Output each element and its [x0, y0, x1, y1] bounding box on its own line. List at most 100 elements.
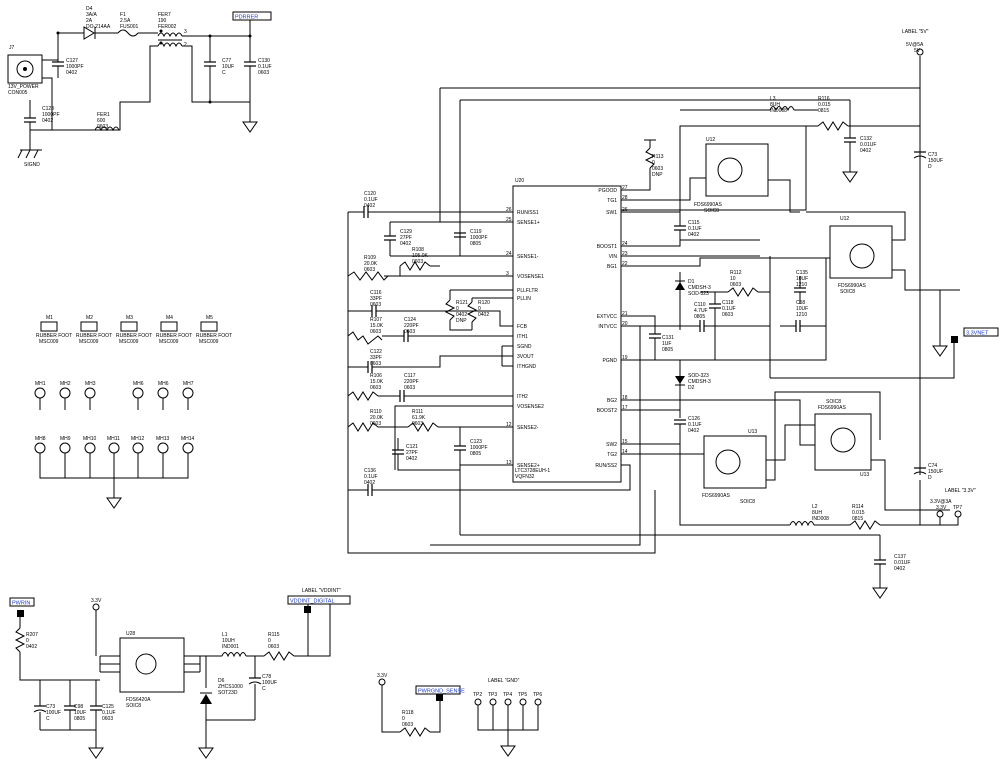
l3-value: 8UH [770, 102, 780, 108]
mosfet-icon [717, 157, 743, 183]
mh6b: MH6 [157, 381, 169, 410]
c117-ref: C117 [404, 373, 416, 379]
c74-value: 150UF [928, 469, 943, 475]
controller-pin-name: PGND [603, 358, 618, 364]
ground-icon [198, 747, 214, 759]
u28-ref: U28 [126, 631, 135, 637]
d2-part: CMDSH-3 [688, 379, 711, 385]
mounting-hole-icon [132, 442, 144, 454]
r121-dnp: DNP [456, 318, 467, 324]
c124-value: 220PF [404, 323, 419, 329]
c126-value: 0.1UF [688, 422, 702, 428]
c58-ref: C58 [796, 300, 805, 306]
l3-package: IND008 [770, 108, 787, 114]
label-3v3: LABEL "3.3V" [945, 488, 976, 494]
u20-part: LTC3728EUH-1 [515, 468, 550, 474]
controller-pin-name: RUN/SS2 [595, 463, 617, 469]
port-vddint-label: VDDINT_DIGITAL [290, 599, 335, 605]
d1-part: CMDSH-3 [688, 285, 711, 291]
controller-pin-name: VOSENSE2 [517, 404, 544, 410]
mounting-holes: MH1 MH2 MH3 MH6 MH6 MH7 MH8 MH9 MH10 MH1… [34, 381, 195, 509]
controller-pin-name: ITHGND [517, 364, 537, 370]
foot-m2: M2 RUBBER FOOT MSC009 [76, 315, 112, 345]
controller-pin-name: PLLIN [517, 296, 531, 302]
testpoint-icon [504, 698, 512, 706]
foot-m1: M1 RUBBER FOOT MSC009 [36, 315, 72, 345]
c129-value: 27PF [400, 235, 412, 241]
c123-value: 1000PF [470, 445, 488, 451]
fer7-ref: FER7 [158, 12, 171, 18]
r120-ref: R120 [478, 300, 490, 306]
ferrite-fer1-icon [94, 126, 120, 132]
r110-value: 20.0K [370, 415, 384, 421]
tp-5v-sub: 5V [914, 48, 921, 54]
fer7-pin-3: 3 [184, 29, 187, 35]
power-input-section: J7 13V_POWER CON005 D4 3A/A 2A DO-214AA … [7, 6, 272, 168]
l1-ref: L1 [222, 632, 228, 638]
c137-ref: C137 [894, 554, 906, 560]
foot-pkg: MSC009 [159, 339, 179, 345]
c115-value: 0.1UF [688, 226, 702, 232]
mh-label: MH1 [35, 381, 46, 387]
controller-pin-name: RUN/SS1 [517, 210, 539, 216]
r109-package: 0603 [364, 267, 375, 273]
r118-package: 0603 [402, 722, 413, 728]
controller-pin-name: SENSE1+ [517, 220, 540, 226]
d2-package: SOD-323 [688, 373, 709, 379]
controller-body [512, 185, 622, 483]
label-5v: LABEL "5V" [902, 29, 929, 35]
c124-package: 0603 [404, 329, 415, 335]
r107-value: 15.0K [370, 323, 384, 329]
foot-name: RUBBER FOOT [116, 333, 152, 339]
c122-ref: C122 [370, 349, 382, 355]
fer1-ref: FER1 [97, 112, 110, 118]
c115-package: 0402 [688, 232, 699, 238]
resistor-r207-icon [14, 627, 26, 653]
c136-ref: C136 [364, 468, 376, 474]
dc-jack-socket-icon [16, 60, 34, 78]
r106-ref: R106 [370, 373, 382, 379]
controller-pin-name: BG1 [607, 264, 617, 270]
vddint-regulator: PWRIN R207 0 0402 3.3V U28 FDS6420A SOIC… [9, 588, 351, 759]
l2-value: 8UH [812, 510, 822, 516]
c135-value: 10UF [796, 276, 808, 282]
l1-value: 10UH [222, 638, 235, 644]
r112-package: 0603 [730, 282, 741, 288]
gnd-3v3-label: 3.3V [377, 673, 388, 679]
mh-label: MH11 [107, 436, 120, 442]
port-pwrgnd-sense-label: PWRGND_SENSE [418, 689, 465, 695]
resistor-r107-icon [347, 331, 383, 345]
foot-icon [80, 321, 98, 332]
foot-icon [200, 321, 218, 332]
foot-m3: M3 RUBBER FOOT MSC009 [116, 315, 152, 345]
foot-pkg: MSC009 [39, 339, 59, 345]
fer7-pin-2: 2 [184, 42, 187, 48]
controller-pin-number: 21 [622, 311, 628, 317]
c98-ref: C98 [74, 704, 83, 710]
controller-pin-name: BG2 [607, 398, 617, 404]
mh-label: MH2 [60, 381, 71, 387]
mh-label: MH10 [83, 436, 97, 442]
u28-package: SOIC8 [126, 703, 141, 709]
c115-ref: C115 [688, 220, 700, 226]
u13a-ref: U13 [748, 429, 757, 435]
c118-ref: C118 [722, 300, 734, 306]
r121-ref: R121 [456, 300, 468, 306]
controller-pin-name: VIN [609, 254, 618, 260]
foot-ref: M1 [46, 315, 53, 321]
gnd-label: LABEL "GND" [488, 678, 520, 684]
c136-value: 0.1UF [364, 474, 378, 480]
r115-ref: R115 [268, 632, 280, 638]
resistor-r108-icon [399, 261, 431, 271]
c73b-value: 100UF [46, 710, 61, 716]
mh1: MH1 [34, 381, 46, 410]
mh-label: MH6 [158, 381, 169, 387]
mounting-hole-icon [182, 387, 194, 399]
r112-value: 10 [730, 276, 736, 282]
u12b-part: FDS6990AS [838, 283, 866, 289]
vddint-3v3-label: 3.3V [91, 598, 102, 604]
controller-pin-name: PGOOD [598, 188, 617, 194]
c131-ref: C131 [662, 335, 674, 341]
foot-ref: M3 [126, 315, 133, 321]
c98-value: 10UF [74, 710, 86, 716]
